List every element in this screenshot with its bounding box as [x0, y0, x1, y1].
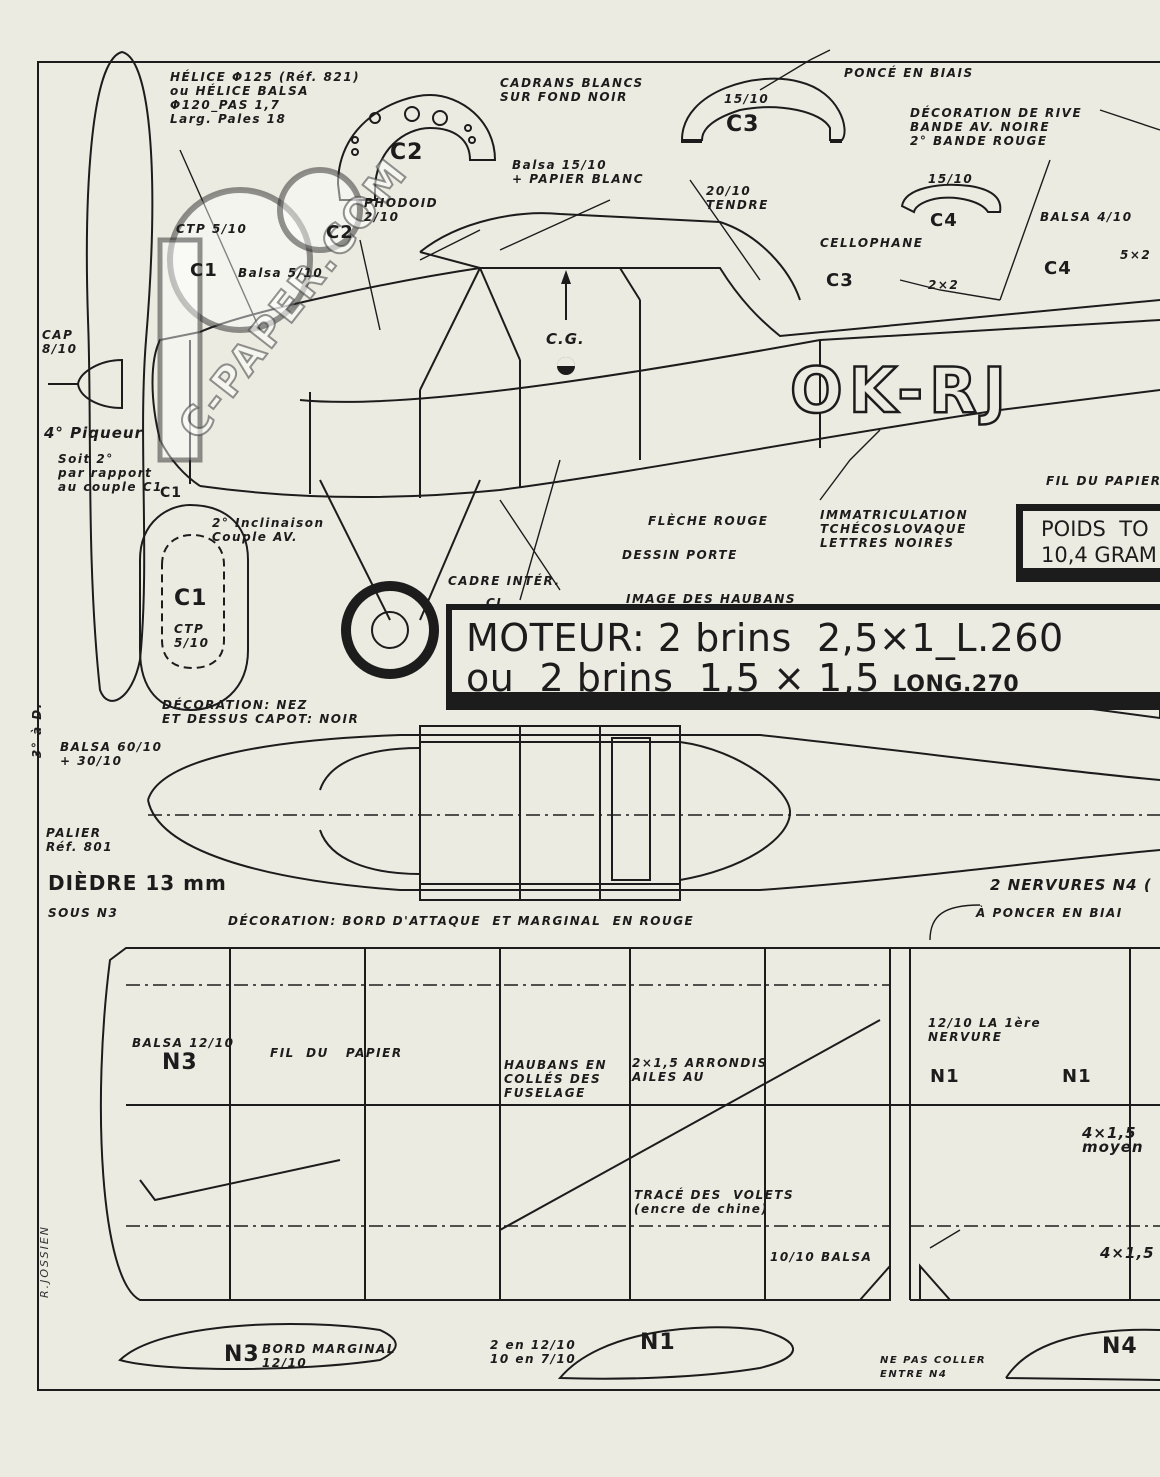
balsa-60-10-label: BALSA 60/10 + 30/10: [60, 740, 163, 768]
phodoid-label: PHODOID 2/10: [364, 196, 439, 224]
c4-thickness-label: 15/10: [928, 172, 974, 186]
cg-label: C.G.: [546, 330, 585, 348]
tag-n3-wing: N3: [162, 1050, 198, 1075]
motor-line-2-main: ou 2 brins 1,5 × 1,5: [466, 656, 880, 700]
motor-box: MOTEUR: 2 brins 2,5×1_L.260 ou 2 brins 1…: [446, 604, 1160, 710]
tag-c3: C3: [726, 112, 760, 137]
weight-box: POIDS TO 10,4 GRAM: [1016, 504, 1160, 582]
tag-n3-rib: N3: [224, 1342, 260, 1367]
tag-n1-rib: N1: [640, 1330, 676, 1355]
dessin-porte-label: DESSIN PORTE: [622, 548, 738, 562]
ponce-label: PONCÉ EN BIAIS: [844, 66, 974, 80]
inclinaison-label: 2° Inclinaison Couple AV.: [212, 516, 325, 544]
haubans-colles-label: HAUBANS EN COLLÉS DES FUSELAGE: [504, 1058, 608, 1100]
diedre-label: DIÈDRE 13 mm: [48, 871, 227, 895]
premiere-nervure-label: 12/10 LA 1ère NERVURE: [928, 1016, 1042, 1044]
decoration-nez-label: DÉCORATION: NEZ ET DESSUS CAPOT: NOIR: [162, 698, 360, 726]
motor-line-2-small: LONG.270: [892, 672, 1020, 697]
cellophane-label: CELLOPHANE: [820, 236, 924, 250]
fil-papier-top-label: FIL DU PAPIER: [1046, 474, 1160, 488]
tag-c2-dashboard: C2: [390, 140, 424, 165]
ctp-5-10-label: CTP 5/10: [176, 222, 248, 236]
ne-pas-coller-label: NE PAS COLLER ENTRE N4: [880, 1355, 987, 1380]
ci-label: CI: [486, 596, 503, 610]
immatriculation-label: IMMATRICULATION TCHÉCOSLOVAQUE LETTRES N…: [820, 508, 969, 550]
fil-papier-wing-label: FIL DU PAPIER: [270, 1046, 403, 1060]
tendre-label: 20/10 TENDRE: [706, 184, 769, 212]
decoration-rive-label: DÉCORATION DE RIVE BANDE AV. NOIRE 2° BA…: [910, 106, 1083, 148]
sous-n3-label: SOUS N3: [48, 906, 119, 920]
nervures-n4-label: 2 NERVURES N4 (: [990, 876, 1152, 894]
balsa-4-10-label: BALSA 4/10: [1040, 210, 1133, 224]
helice-label: HÉLICE Φ125 (Réf. 821) ou HÉLICE BALSA Φ…: [170, 70, 361, 126]
cap-label: CAP 8/10: [42, 328, 78, 356]
arrondis-label: 2×1,5 ARRONDIS AILES AU: [632, 1056, 768, 1084]
balsa-5-10-label: Balsa 5/10: [238, 266, 324, 280]
image-haubans-label: IMAGE DES HAUBANS: [626, 592, 797, 606]
tag-c4-side: C4: [1044, 258, 1072, 279]
c3-thickness-label: 15/10: [724, 92, 770, 106]
tag-c2-side: C2: [326, 222, 354, 243]
motor-line-1: MOTEUR: 2 brins 2,5×1_L.260: [466, 616, 1064, 660]
registration-letters: OK-RJ: [789, 353, 1012, 429]
fleche-rouge-label: FLÈCHE ROUGE: [648, 514, 769, 528]
tag-n1-wing-b: N1: [1062, 1066, 1092, 1087]
bord-marginal-label: BORD MARGINAL 12/10: [262, 1342, 396, 1370]
cadre-inter-label: CADRE INTÉR.: [448, 574, 561, 588]
balsa-15-10-label: Balsa 15/10 + PAPIER BLANC: [512, 158, 645, 186]
tag-n1-wing-a: N1: [930, 1066, 960, 1087]
c1-ctp-label: CTP 5/10: [174, 622, 210, 650]
trace-volets-label: TRACÉ DES VOLETS (encre de chine): [634, 1188, 795, 1216]
balsa-10-10-label: 10/10 BALSA: [770, 1250, 873, 1264]
dim-4x1-5-label: 4×1,5: [1100, 1244, 1155, 1262]
tag-c4: C4: [930, 210, 958, 231]
tag-c1-note: C1: [160, 485, 183, 501]
dim-5x2-label: 5×2: [1120, 248, 1152, 262]
piqueur-label: 4° Piqueur: [44, 424, 143, 442]
signature: R.JOSSIEN: [38, 1224, 51, 1298]
decoration-bord-label: DÉCORATION: BORD D'ATTAQUE ET MARGINAL E…: [228, 914, 695, 928]
cadrans-label: CADRANS BLANCS SUR FOND NOIR: [500, 76, 644, 104]
tag-c1-side: C1: [190, 260, 218, 281]
balsa-12-10-label: BALSA 12/10: [132, 1036, 235, 1050]
dim-4x1-5-moyen-label: 4×1,5 moyen: [1082, 1124, 1144, 1156]
deux-en-label: 2 en 12/10 10 en 7/10: [490, 1338, 577, 1366]
soit-label: Soit 2° par rapport au couple C1: [58, 452, 163, 494]
weight-line-1: POIDS TO: [1041, 517, 1149, 541]
tag-c3-side: C3: [826, 270, 854, 291]
dim-2x2-label: 2×2: [928, 278, 960, 292]
tag-c1-former: C1: [174, 586, 208, 611]
tag-n4-rib: N4: [1102, 1334, 1138, 1359]
motor-line-2: ou 2 brins 1,5 × 1,5 LONG.270: [466, 658, 1019, 705]
angle-3d-label: 3° à D.: [30, 702, 44, 758]
weight-line-2: 10,4 GRAM: [1041, 543, 1157, 567]
palier-label: PALIER Réf. 801: [46, 826, 114, 854]
a-poncer-label: À PONCER EN BIAI: [976, 906, 1123, 920]
